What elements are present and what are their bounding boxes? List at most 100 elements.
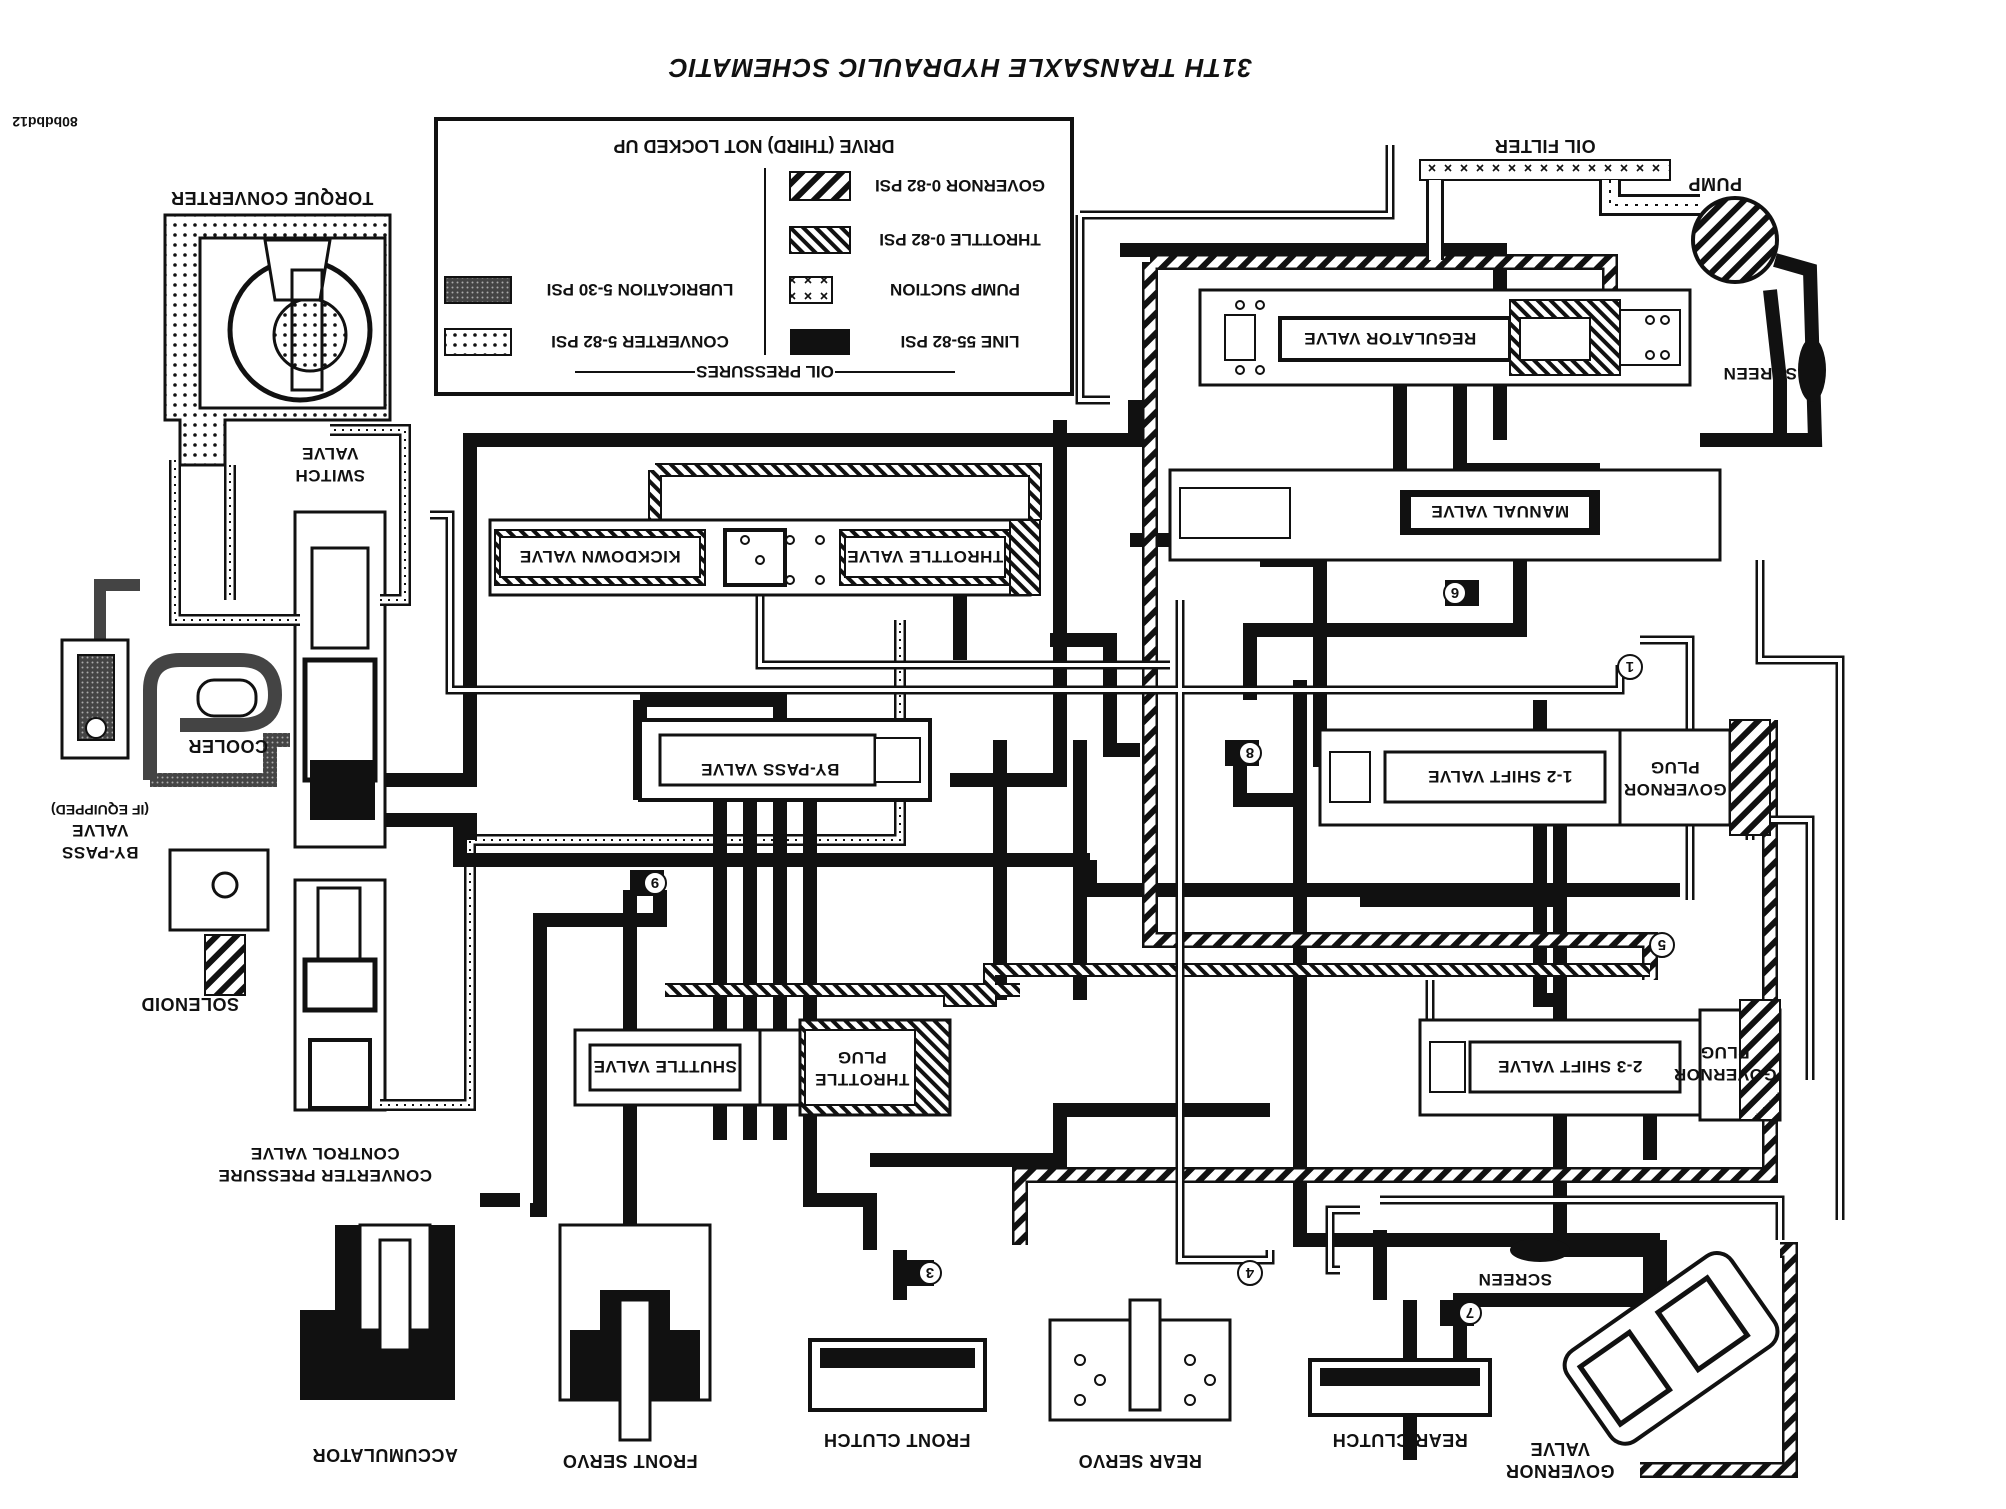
rear-servo: REAR SERVO: [1048, 1298, 1232, 1471]
svg-text:1: 1: [1626, 658, 1634, 675]
cooler: COOLER: [60, 579, 290, 787]
label-kickdown-valve: KICKDOWN VALVE: [519, 547, 680, 566]
checkball-9: 9: [630, 870, 667, 896]
governor-valve: SCREEN GOVERNOR VALVE: [1478, 1238, 1780, 1481]
converter-pressure-control-valve: CONVERTER PRESSURE CONTROL VALVE: [218, 878, 432, 1185]
label-bypass-left-3: (IF EQUIPPED): [51, 802, 149, 818]
label-oil-filter: OIL FILTER: [1494, 136, 1595, 156]
svg-text:THROTTLE 0-82 PSI: THROTTLE 0-82 PSI: [879, 230, 1041, 249]
legend-range-lubrication: 5-30 PSI: [547, 280, 613, 299]
label-pump: PUMP: [1688, 174, 1742, 194]
label-governor-plug-1b: PLUG: [1650, 758, 1699, 777]
label-throttle-valve: THROTTLE VALVE: [847, 547, 1004, 566]
legend-swatch-line: [790, 329, 850, 355]
label-front-clutch: FRONT CLUTCH: [824, 1430, 971, 1450]
svg-text:GOVERNOR 0-82 PSI: GOVERNOR 0-82 PSI: [875, 176, 1045, 195]
label-governor-valve-1: GOVERNOR: [1505, 1461, 1614, 1481]
circuit-markers: 1 3 4 5 6 7 8 9: [630, 580, 1675, 1326]
legend-label-pump-suction: PUMP SUCTION: [890, 280, 1020, 299]
label-governor-plug-2b: PLUG: [1700, 1043, 1749, 1062]
checkball-4: 4: [1237, 1260, 1263, 1286]
label-torque-converter: TORQUE CONVERTER: [171, 188, 374, 208]
governor-plug-1: GOVERNOR PLUG: [1618, 719, 1771, 836]
svg-text:9: 9: [651, 874, 659, 891]
kickdown-throttle-valve: KICKDOWN VALVE THROTTLE VALVE: [488, 518, 1041, 597]
front-servo: FRONT SERVO: [558, 1223, 712, 1471]
legend-swatch-lubrication: [444, 276, 512, 304]
checkball-7: 7: [1440, 1300, 1482, 1326]
label-cpcv-1: CONVERTER PRESSURE: [218, 1166, 432, 1185]
legend-range-line: 55-82 PSI: [900, 332, 976, 351]
switch-valve: SWITCH VALVE: [293, 444, 387, 849]
legend-label-throttle: THROTTLE: [950, 230, 1041, 249]
label-screen-top: SCREEN: [1723, 364, 1797, 383]
accumulator: ACCUMULATOR: [300, 1223, 458, 1465]
legend-range-throttle: 0-82 PSI: [879, 230, 945, 249]
shift-12-valve: 1-2 SHIFT VALVE: [1318, 728, 1622, 827]
label-front-servo: FRONT SERVO: [562, 1451, 697, 1471]
rear-clutch: REAR CLUTCH: [1308, 1358, 1492, 1450]
legend-swatch-governor: [789, 171, 851, 201]
legend-label-line: LINE: [981, 332, 1020, 351]
label-accumulator: ACCUMULATOR: [312, 1445, 458, 1465]
label-bypass-valve-center: BY-PASS VALVE: [701, 760, 840, 779]
checkball-1: 1: [1617, 654, 1643, 680]
legend-label-governor: GOVERNOR: [946, 176, 1045, 195]
label-throttle-plug-1: THROTTLE: [815, 1070, 910, 1089]
svg-text:6: 6: [1451, 584, 1459, 601]
regulator-valve: REGULATOR VALVE: [1198, 288, 1692, 387]
legend-section-title: OIL PRESSURES: [696, 362, 834, 381]
svg-text:LUBRICATION 5-30 PSI: LUBRICATION 5-30 PSI: [547, 280, 734, 299]
label-shift-12-valve: 1-2 SHIFT VALVE: [1428, 767, 1573, 786]
label-bypass-left-2: VALVE: [72, 821, 129, 840]
legend-swatch-converter: [444, 328, 512, 356]
label-switch-valve-1: SWITCH: [295, 466, 365, 485]
legend-swatch-pump-suction: [789, 276, 833, 304]
throttle-plug: THROTTLE PLUG: [798, 1018, 952, 1117]
torque-converter: TORQUE CONVERTER: [163, 188, 392, 467]
checkball-3: 3: [900, 1260, 942, 1286]
svg-text:4: 4: [1245, 1264, 1254, 1281]
label-regulator-valve: REGULATOR VALVE: [1304, 329, 1476, 348]
bypass-valve-left: BY-PASS VALVE (IF EQUIPPED) SOLENOID: [51, 802, 270, 1014]
label-shift-23-valve: 2-3 SHIFT VALVE: [1498, 1057, 1643, 1076]
legend-heading: DRIVE (THIRD) NOT LOCKED UP: [614, 136, 895, 156]
oil-filter: OIL FILTER: [1419, 136, 1700, 260]
label-bypass-left-1: BY-PASS: [62, 843, 139, 862]
label-governor-plug-2a: GOVERNOR: [1673, 1065, 1776, 1084]
bypass-valve-center: BY-PASS VALVE: [638, 718, 932, 802]
governor-plug-2: GOVERNOR PLUG: [1673, 999, 1782, 1122]
label-cooler: COOLER: [188, 736, 268, 756]
label-manual-valve: MANUAL VALVE: [1431, 502, 1569, 521]
front-clutch: FRONT CLUTCH: [808, 1338, 987, 1450]
svg-text:3: 3: [926, 1264, 934, 1281]
svg-text:LINE 55-82 PSI: LINE 55-82 PSI: [900, 332, 1019, 351]
image-code: 80bdbd12: [12, 114, 78, 130]
legend-swatch-throttle: [789, 226, 851, 254]
pump: PUMP SCREEN: [1688, 174, 1826, 447]
checkball-5: 5: [1649, 932, 1675, 958]
svg-text:7: 7: [1466, 1304, 1474, 1321]
label-screen-bottom: SCREEN: [1478, 1270, 1552, 1289]
label-shuttle-valve: SHUTTLE VALVE: [593, 1057, 737, 1076]
checkball-6: 6: [1443, 580, 1479, 606]
svg-text:8: 8: [1246, 744, 1254, 761]
legend-range-converter: 5-82 PSI: [551, 332, 617, 351]
svg-text:CONVERTER 5-82 PSI: CONVERTER 5-82 PSI: [551, 332, 729, 351]
shift-23-valve: 2-3 SHIFT VALVE: [1418, 1018, 1702, 1117]
diagram-title: 31TH TRANSAXLE HYDRAULIC SCHEMATIC: [668, 53, 1252, 83]
label-governor-valve-2: VALVE: [1530, 1439, 1590, 1459]
label-switch-valve-2: VALVE: [302, 444, 359, 463]
manual-valve: MANUAL VALVE: [1168, 468, 1722, 562]
legend-label-lubrication: LUBRICATION: [618, 280, 734, 299]
legend: DRIVE (THIRD) NOT LOCKED UP OIL PRESSURE…: [434, 117, 1074, 396]
shuttle-valve: SHUTTLE VALVE: [573, 1028, 802, 1107]
label-throttle-plug-2: PLUG: [837, 1048, 886, 1067]
svg-text:5: 5: [1658, 936, 1666, 953]
label-rear-clutch: REAR CLUTCH: [1332, 1430, 1468, 1450]
label-rear-servo: REAR SERVO: [1078, 1451, 1202, 1471]
legend-range-governor: 0-82 PSI: [875, 176, 941, 195]
legend-label-converter: CONVERTER: [622, 332, 729, 351]
